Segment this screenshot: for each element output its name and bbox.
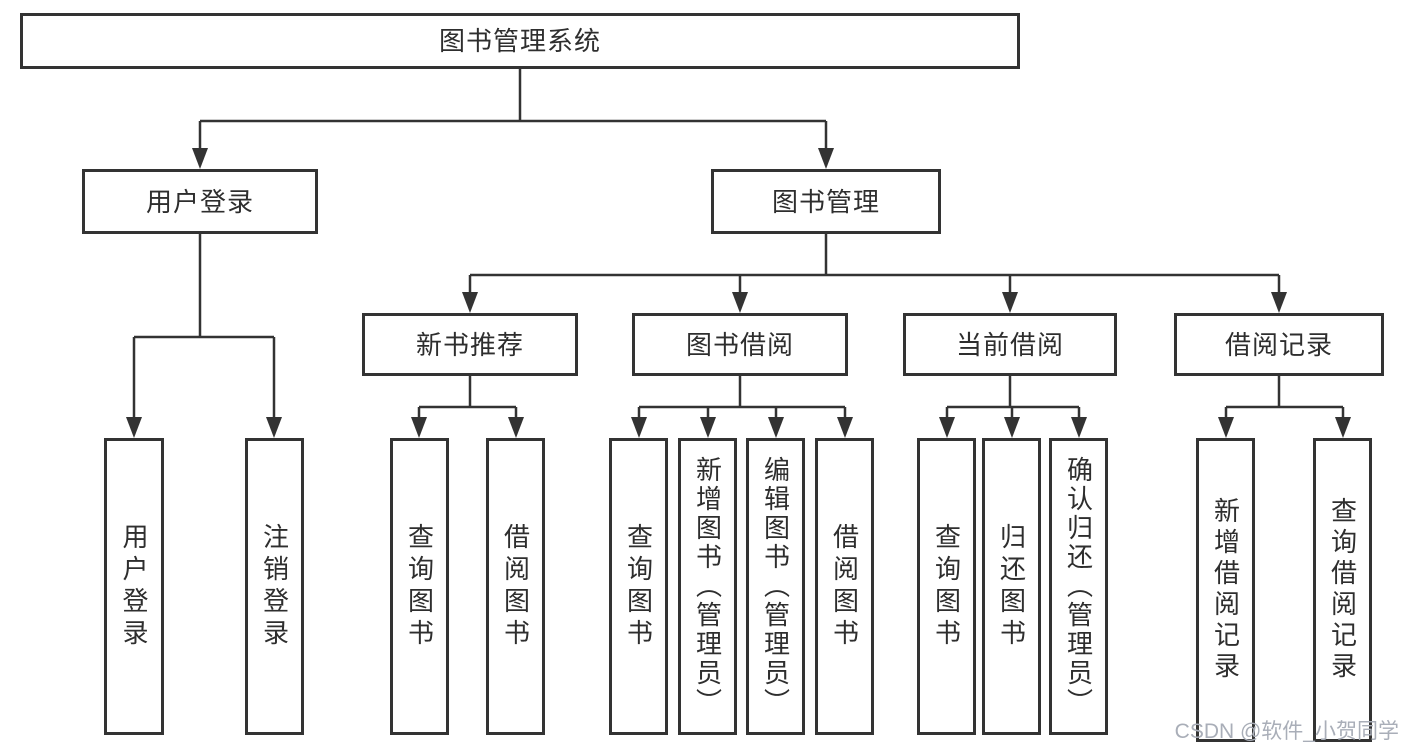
node-label: 借阅图书 bbox=[500, 522, 531, 651]
node-label: 查询图书 bbox=[931, 522, 962, 651]
leaf-borrow-books-1: 借阅图书 bbox=[486, 438, 545, 735]
leaf-query-books-1: 查询图书 bbox=[390, 438, 449, 735]
node-label: 图书借阅 bbox=[685, 329, 794, 360]
leaf-query-borrow-record: 查询借阅记录 bbox=[1313, 438, 1372, 742]
leaf-borrow-books-2: 借阅图书 bbox=[815, 438, 874, 735]
connector-borrow-records-to-leaves bbox=[1218, 376, 1351, 438]
node-current-borrowing: 当前借阅 bbox=[903, 313, 1117, 376]
node-label: 确认归还（管理员） bbox=[1063, 456, 1094, 717]
node-label: 编辑图书（管理员） bbox=[760, 456, 791, 717]
node-label: 借阅记录 bbox=[1224, 329, 1333, 360]
node-label: 查询图书 bbox=[623, 522, 654, 651]
node-new-book-recommendation: 新书推荐 bbox=[362, 313, 578, 376]
watermark: CSDN @软件_小贺同学 bbox=[1174, 720, 1399, 743]
node-borrowing-records: 借阅记录 bbox=[1174, 313, 1384, 376]
leaf-confirm-return-admin: 确认归还（管理员） bbox=[1049, 438, 1108, 735]
node-label: 新增借阅记录 bbox=[1210, 497, 1241, 683]
connector-new-book-to-leaves bbox=[411, 376, 524, 438]
node-book-management: 图书管理 bbox=[711, 169, 941, 234]
leaf-query-books-3: 查询图书 bbox=[917, 438, 976, 735]
node-label: 查询借阅记录 bbox=[1327, 497, 1358, 683]
connector-current-borrowing-to-leaves bbox=[939, 376, 1087, 438]
node-label: 用户登录 bbox=[145, 186, 254, 217]
node-label: 新增图书（管理员） bbox=[692, 456, 723, 717]
connector-book-borrowing-to-leaves bbox=[631, 376, 853, 438]
connector-user-login-to-leaves bbox=[126, 234, 282, 438]
node-book-borrowing: 图书借阅 bbox=[632, 313, 848, 376]
node-label: 图书管理 bbox=[771, 186, 880, 217]
leaf-edit-book-admin: 编辑图书（管理员） bbox=[746, 438, 805, 735]
leaf-query-books-2: 查询图书 bbox=[609, 438, 668, 735]
node-label: 新书推荐 bbox=[415, 329, 524, 360]
node-label: 当前借阅 bbox=[955, 329, 1064, 360]
connector-book-management-to-level3 bbox=[462, 234, 1287, 313]
node-label: 归还图书 bbox=[996, 522, 1027, 651]
leaf-add-book-admin: 新增图书（管理员） bbox=[678, 438, 737, 735]
leaf-add-borrow-record: 新增借阅记录 bbox=[1196, 438, 1255, 742]
leaf-return-books: 归还图书 bbox=[982, 438, 1041, 735]
connector-root-to-level2 bbox=[192, 69, 834, 169]
node-label: 查询图书 bbox=[404, 522, 435, 651]
node-label: 图书管理系统 bbox=[438, 26, 601, 56]
leaf-logout: 注销登录 bbox=[245, 438, 304, 735]
node-label: 借阅图书 bbox=[829, 522, 860, 651]
node-user-login: 用户登录 bbox=[82, 169, 318, 234]
leaf-user-login: 用户登录 bbox=[104, 438, 164, 735]
node-label: 注销登录 bbox=[259, 522, 290, 651]
node-label: 用户登录 bbox=[119, 522, 149, 651]
node-library-management-system: 图书管理系统 bbox=[20, 13, 1020, 69]
